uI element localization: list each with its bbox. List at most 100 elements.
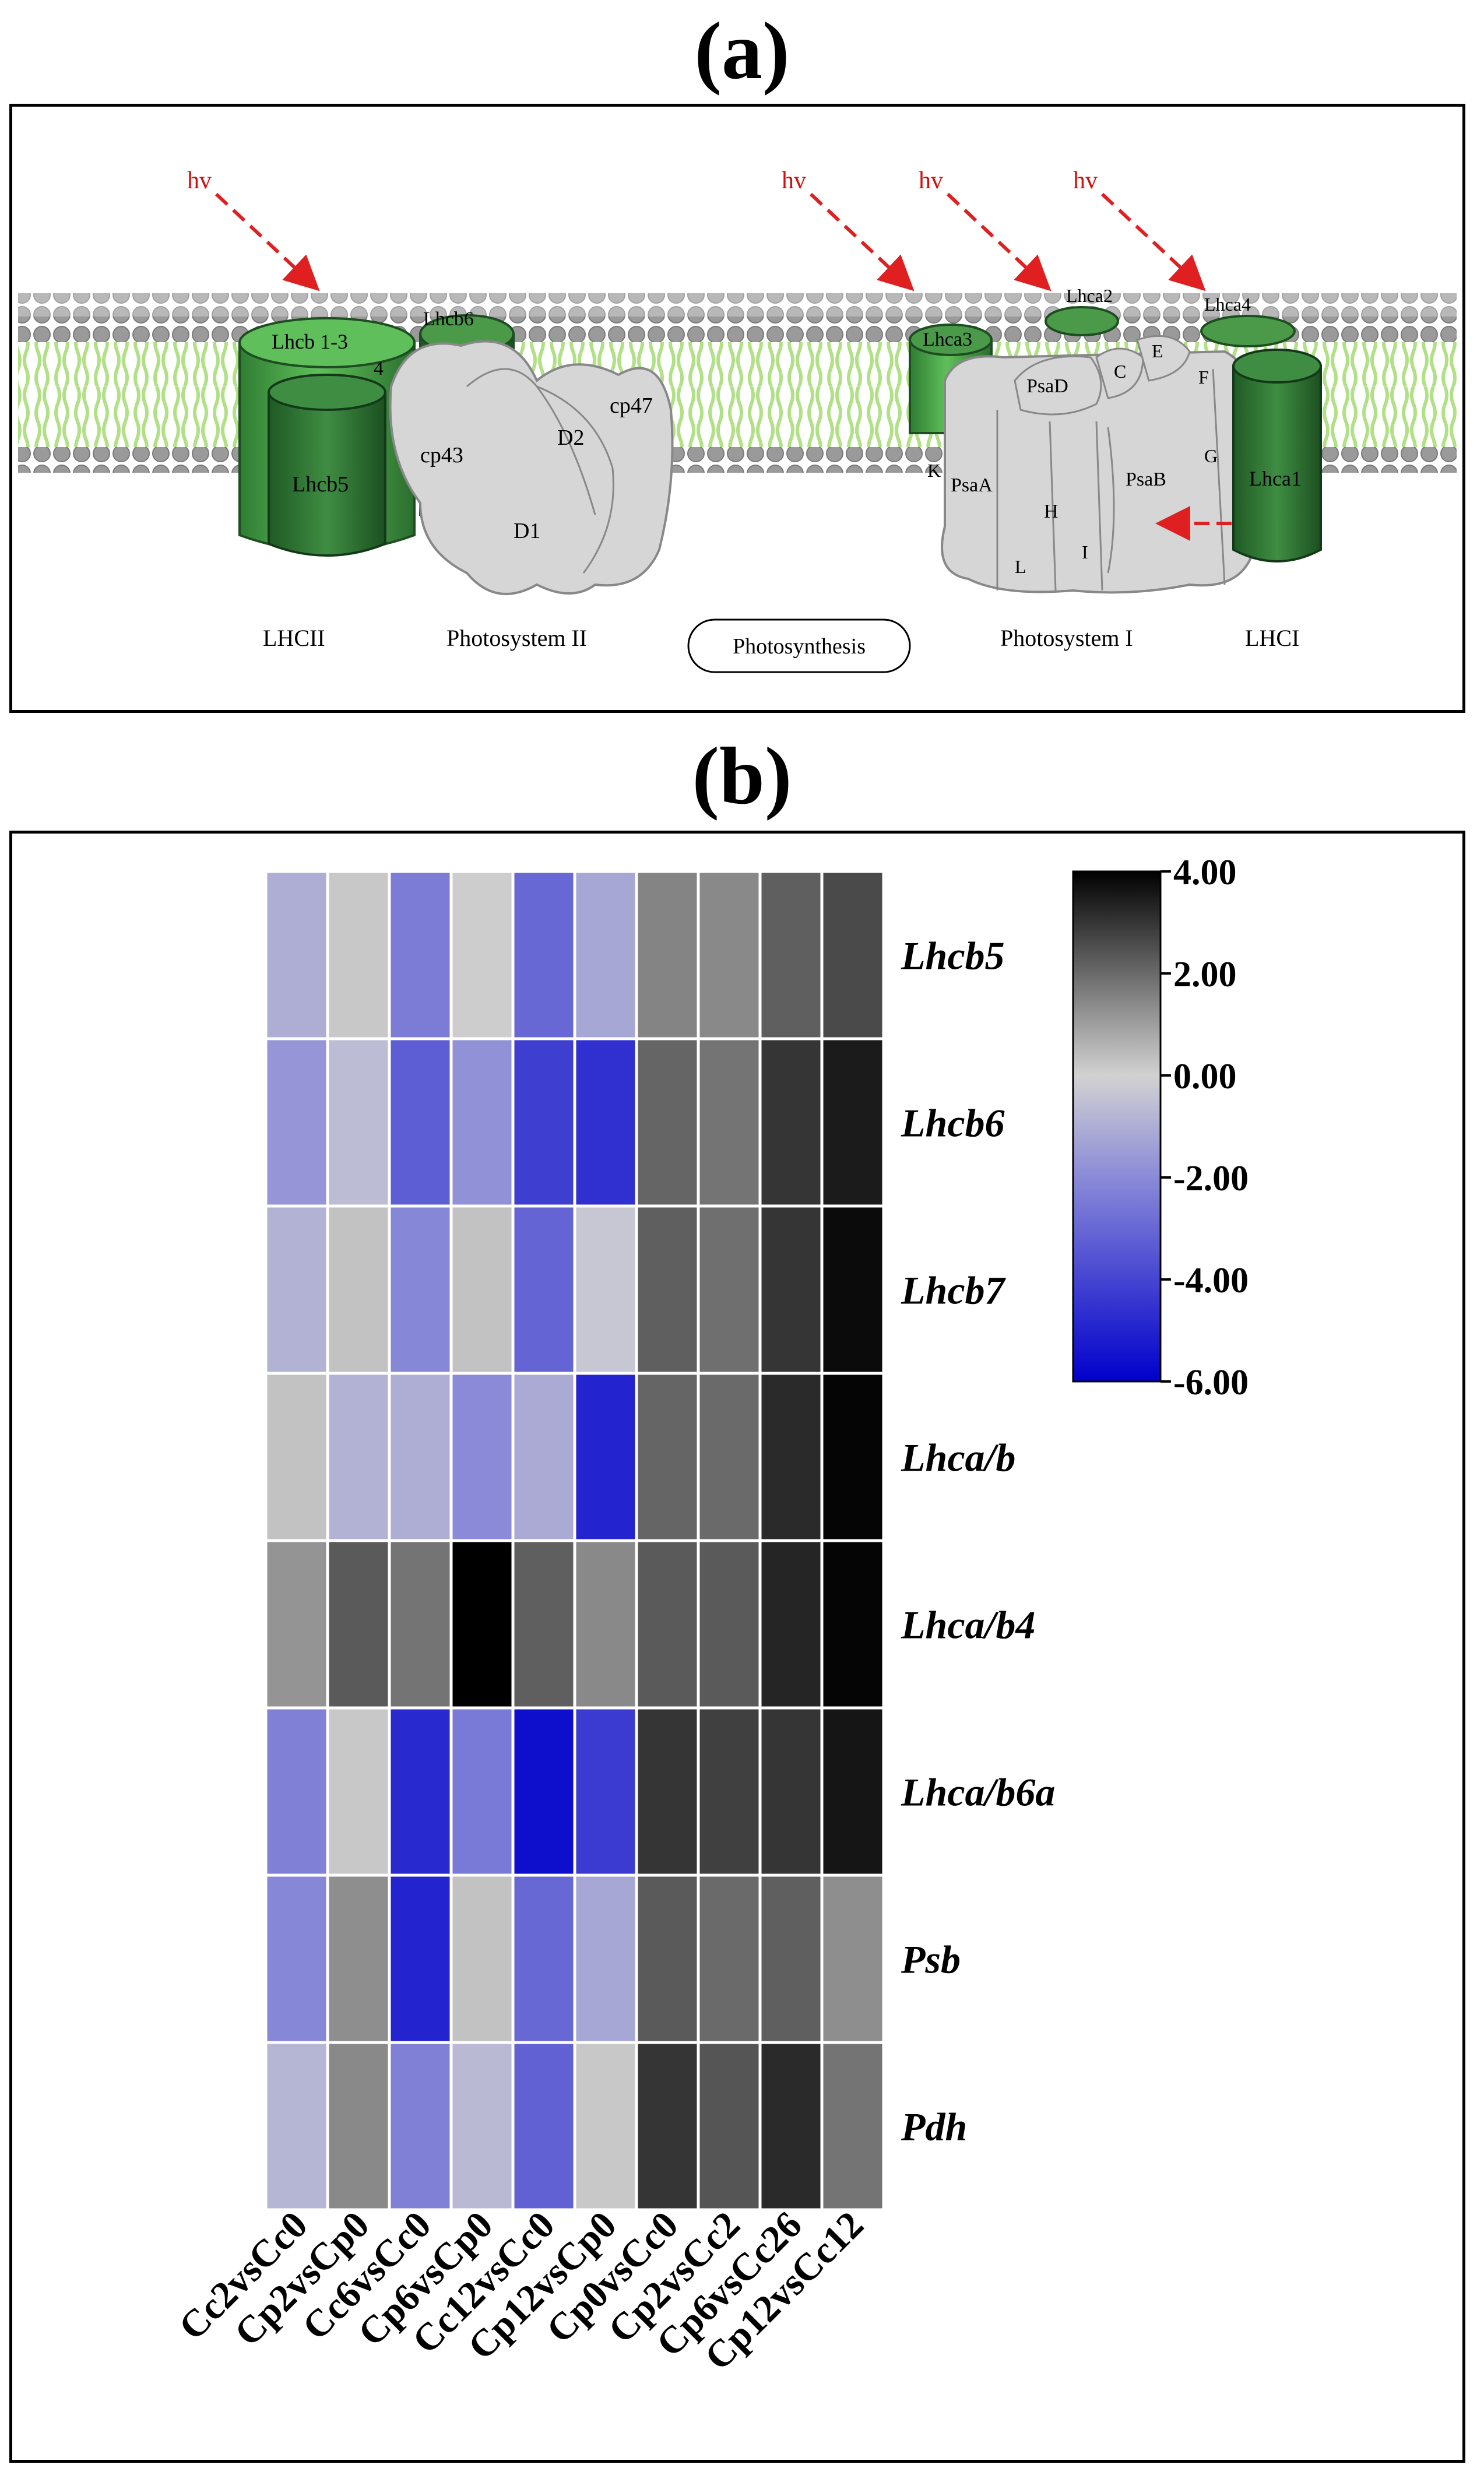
- panel-b-label: (b): [692, 731, 792, 821]
- photosystem-i-complex[interactable]: Lhca3 Lhca2 Lhca4 PsaD C E F G K PsaA Ps…: [909, 285, 1322, 594]
- heatmap-cell: [391, 1040, 450, 1205]
- heatmap-cell: [391, 1207, 450, 1372]
- photon-label-4: hv: [1073, 167, 1098, 194]
- c-label: C: [1114, 361, 1126, 382]
- colorbar-tick-label: 0.00: [1173, 1057, 1237, 1096]
- lhcb13-label: Lhcb 1-3: [272, 330, 348, 353]
- heatmap-cell: [452, 873, 512, 1038]
- heatmap-cell: [576, 1876, 635, 2041]
- heatmap-cell: [576, 1040, 635, 1205]
- heatmap-cell: [823, 873, 882, 1038]
- heatmap-cells: [267, 873, 882, 2209]
- heatmap-cell: [576, 873, 635, 1038]
- i-label: I: [1082, 542, 1088, 562]
- heatmap-cell: [329, 1040, 388, 1205]
- heatmap-cell: [699, 1709, 759, 1874]
- lhca3-label: Lhca3: [923, 329, 972, 350]
- heatmap-svg: Lhcb5Lhcb6Lhcb7Lhca/bLhca/b4Lhca/b6aPsbP…: [171, 853, 1249, 2379]
- heatmap-cell: [329, 1709, 388, 1874]
- heatmap-cell: [452, 1876, 512, 2041]
- colorbar-gradient: [1072, 870, 1162, 1383]
- heatmap-cell: [514, 873, 574, 1038]
- colorbar-tick-label: -4.00: [1173, 1261, 1249, 1300]
- heatmap-row-label: Lhcb7: [901, 1268, 1007, 1313]
- f-label: F: [1198, 367, 1209, 388]
- photon-label-1: hv: [187, 167, 212, 194]
- heatmap-cell: [761, 2044, 821, 2209]
- heatmap-cell: [823, 1876, 882, 2041]
- heatmap-row-label: Lhca/b4: [901, 1603, 1035, 1647]
- heatmap-row-label: Lhca/b6a: [901, 1770, 1055, 1815]
- heatmap-cell: [823, 1542, 882, 1707]
- heatmap-cell: [329, 1876, 388, 2041]
- heatmap-row-label: Pdh: [901, 2105, 967, 2149]
- photon-arrows: hv hv hv hv: [187, 167, 1206, 291]
- heatmap-cell: [761, 1709, 821, 1874]
- lhcb6-label: Lhcb6: [423, 308, 474, 330]
- heatmap-cell: [761, 1876, 821, 2041]
- heatmap-cell: [329, 1542, 388, 1707]
- heatmap-cell: [761, 873, 821, 1038]
- heatmap-cell: [452, 1709, 512, 1874]
- heatmap-cell: [638, 873, 697, 1038]
- lhca4-label: Lhca4: [1204, 294, 1251, 315]
- heatmap-cell: [329, 1374, 388, 1539]
- k-label: K: [927, 460, 941, 481]
- heatmap-cell: [761, 1542, 821, 1707]
- heatmap-row-labels: Lhcb5Lhcb6Lhcb7Lhca/bLhca/b4Lhca/b6aPsbP…: [901, 934, 1055, 2149]
- photosystem-i-label: Photosystem I: [1000, 625, 1133, 651]
- psad-label: PsaD: [1026, 375, 1068, 397]
- heatmap-cell: [576, 1374, 635, 1539]
- heatmap-cell: [514, 2044, 574, 2209]
- heatmap-cell: [699, 1040, 759, 1205]
- photosystem-ii-complex[interactable]: cp43 cp47 D2 D1: [389, 340, 674, 595]
- heatmap-cell: [452, 1374, 512, 1539]
- heatmap-cell: [576, 1709, 635, 1874]
- heatmap-cell: [699, 1542, 759, 1707]
- heatmap-cell: [329, 1207, 388, 1372]
- h-label: H: [1044, 501, 1059, 522]
- colorbar-tick-label: -6.00: [1173, 1363, 1249, 1402]
- heatmap-cell: [329, 2044, 388, 2209]
- cp47-label: cp47: [610, 393, 653, 418]
- heatmap-cell: [823, 1374, 882, 1539]
- l-label: L: [1015, 556, 1026, 577]
- heatmap-cell: [267, 1040, 326, 1205]
- heatmap-cell: [267, 1542, 326, 1707]
- e-label: E: [1152, 340, 1163, 361]
- heatmap-cell: [267, 1207, 326, 1372]
- photosynthesis-button[interactable]: Photosynthesis: [687, 618, 911, 673]
- psab-label: PsaB: [1126, 469, 1166, 490]
- heatmap-cell: [576, 1542, 635, 1707]
- heatmap-cell: [638, 1374, 697, 1539]
- heatmap-cell: [514, 1040, 574, 1205]
- heatmap-row-label: Psb: [901, 1938, 961, 1982]
- heatmap-cell: [576, 2044, 635, 2209]
- colorbar-tick-label: 4.00: [1173, 853, 1237, 892]
- lhcb4-label: 4: [374, 358, 384, 379]
- photosystem-ii-label: Photosystem II: [446, 625, 587, 651]
- heatmap-cell: [823, 1040, 882, 1205]
- heatmap-cell: [452, 1040, 512, 1205]
- d1-label: D1: [514, 519, 540, 543]
- heatmap-cell: [391, 873, 450, 1038]
- lhcii-label: LHCII: [263, 625, 325, 651]
- lhcb5-label: Lhcb5: [292, 472, 349, 497]
- heatmap-cell: [514, 1709, 574, 1874]
- lhca1-label: Lhca1: [1249, 467, 1302, 490]
- heatmap-cell: [638, 2044, 697, 2209]
- heatmap-cell: [391, 1709, 450, 1874]
- heatmap-cell: [452, 1542, 512, 1707]
- heatmap-cell: [823, 1207, 882, 1372]
- heatmap-cell: [638, 1876, 697, 2041]
- heatmap-cell: [267, 873, 326, 1038]
- heatmap-cell: [514, 1876, 574, 2041]
- heatmap-cell: [329, 873, 388, 1038]
- heatmap-cell: [638, 1040, 697, 1205]
- heatmap-cell: [267, 1374, 326, 1539]
- heatmap-row-label: Lhcb6: [901, 1101, 1005, 1145]
- heatmap-cell: [823, 2044, 882, 2209]
- colorbar-tick-label: -2.00: [1173, 1159, 1249, 1198]
- heatmap-cell: [699, 1207, 759, 1372]
